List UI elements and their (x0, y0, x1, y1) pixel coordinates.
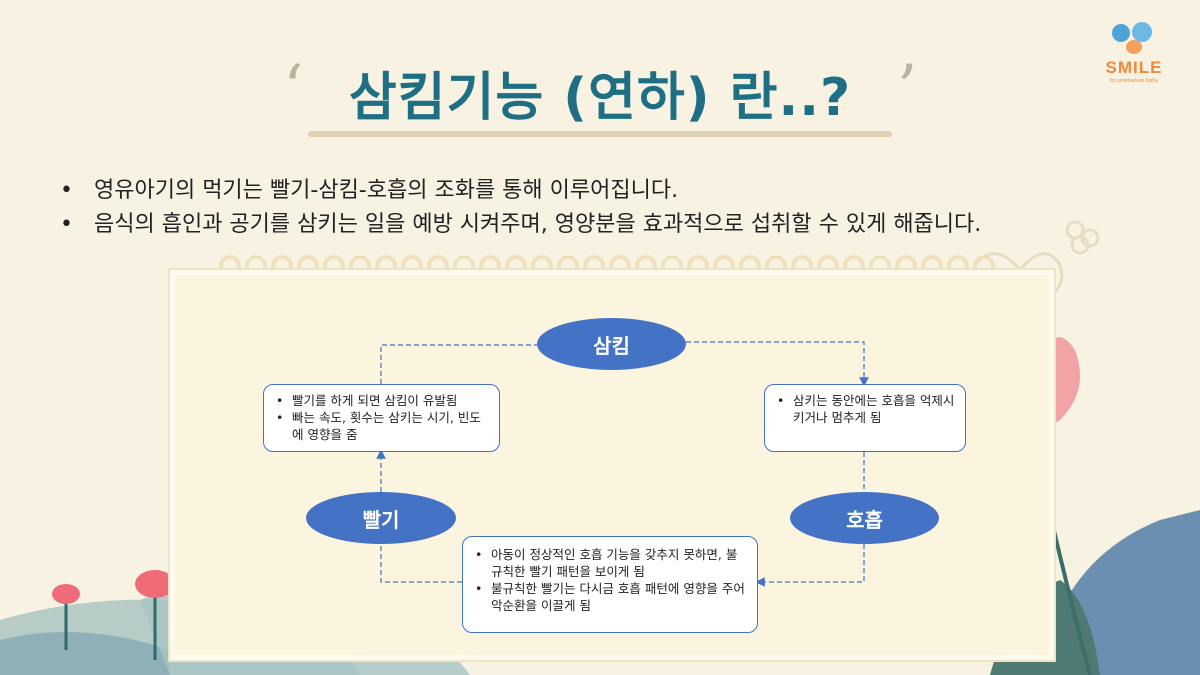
box-text: 빨기를 하게 되면 삼킴이 유발됨 (292, 393, 457, 410)
right-description-box: •삼키는 동안에는 호흡을 억제시키거나 멈추게 됨 (764, 384, 966, 452)
list-item: •빨기를 하게 되면 삼킴이 유발됨 (276, 393, 489, 410)
box-text: 불규칙한 빨기는 다시금 호흡 패턴에 영향을 주어 악순환을 이끌게 됨 (491, 581, 747, 615)
left-description-box: •빨기를 하게 되면 삼킴이 유발됨 •빠는 속도, 횟수는 삼키는 시기, 빈… (263, 384, 500, 452)
box-text: 삼키는 동안에는 호흡을 억제시키거나 멈추게 됨 (793, 393, 955, 427)
box-text: 빠는 속도, 횟수는 삼키는 시기, 빈도에 영향을 줌 (292, 410, 489, 444)
box-text: 아동이 정상적인 호흡 기능을 갖추지 못하면, 불규칙한 빨기 패턴을 보이게… (491, 547, 747, 581)
node-swallow: 삼킴 (537, 318, 686, 370)
node-suck: 빨기 (306, 492, 456, 544)
list-item: •불규칙한 빨기는 다시금 호흡 패턴에 영향을 주어 악순환을 이끌게 됨 (475, 581, 747, 615)
node-breath: 호흡 (790, 492, 939, 544)
list-item: •삼키는 동안에는 호흡을 억제시키거나 멈추게 됨 (777, 393, 955, 427)
list-item: •아동이 정상적인 호흡 기능을 갖추지 못하면, 불규칙한 빨기 패턴을 보이… (475, 547, 747, 581)
list-item: •빠는 속도, 횟수는 삼키는 시기, 빈도에 영향을 줌 (276, 410, 489, 444)
bottom-description-box: •아동이 정상적인 호흡 기능을 갖추지 못하면, 불규칙한 빨기 패턴을 보이… (462, 536, 758, 633)
